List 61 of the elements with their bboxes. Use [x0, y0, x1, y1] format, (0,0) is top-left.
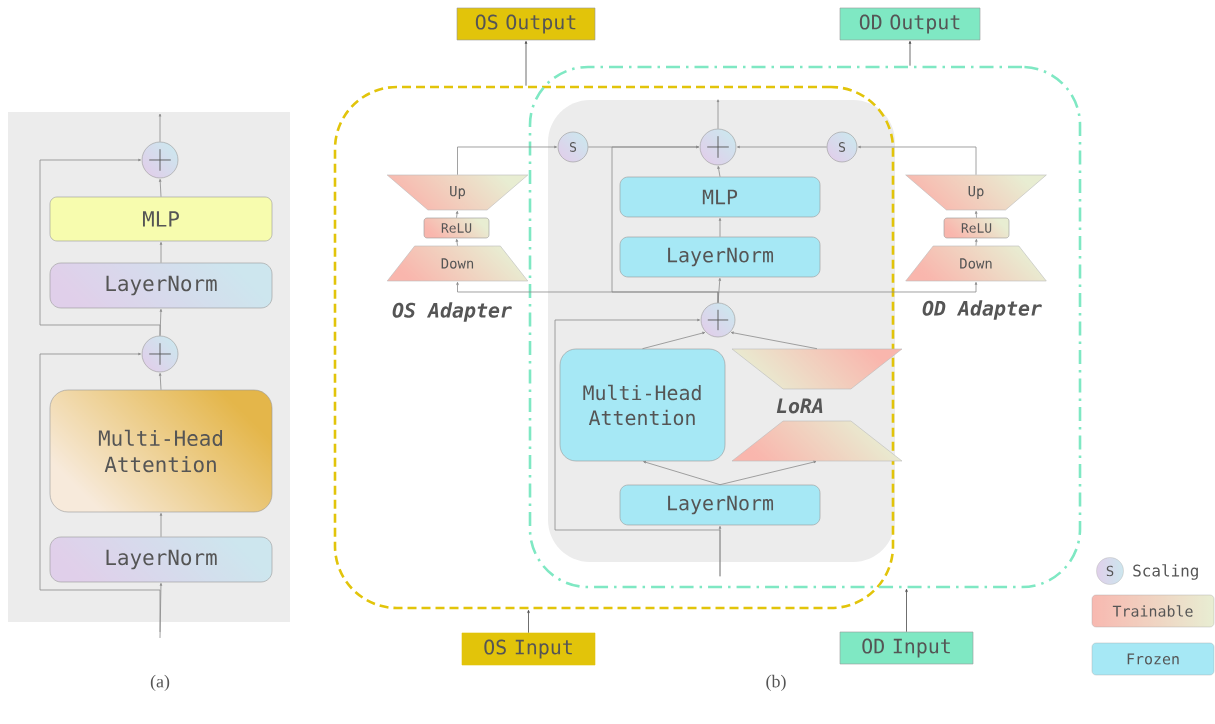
arrow [642, 331, 706, 350]
arrow [39, 352, 161, 633]
panel-caption: (b) [766, 674, 786, 692]
add-circle [141, 335, 179, 373]
lora-label: LoRA [776, 398, 823, 414]
arrow [39, 158, 161, 337]
arrow [717, 165, 721, 178]
input-box: OD Input [839, 631, 974, 665]
arrow [159, 582, 163, 639]
arrow [455, 210, 459, 219]
lora-trapezoid [731, 348, 903, 390]
legend-label: Scaling [1133, 564, 1198, 580]
dashed-outline [333, 85, 895, 610]
arrow [159, 512, 163, 538]
arrow [455, 238, 459, 247]
arrow [158, 178, 162, 198]
arrow [718, 217, 722, 238]
add-circle [141, 141, 179, 179]
arrow [158, 113, 162, 143]
output-box: OD Output [839, 7, 981, 41]
relu-box: ReLU [943, 217, 1010, 239]
arrow [554, 318, 721, 577]
arrow [736, 145, 828, 149]
process-box: MLP [49, 196, 273, 242]
arrow [457, 145, 558, 176]
relu-box: ReLU [423, 217, 490, 239]
arrow [527, 609, 530, 634]
add-circle [700, 302, 736, 338]
arrow [719, 460, 817, 486]
arrow [158, 372, 162, 391]
process-box: Multi-Head Attention [49, 389, 273, 513]
arrow [730, 331, 818, 350]
process-box: Multi-Head Attention [559, 348, 726, 462]
down-projection-trapezoid: Down [386, 245, 529, 282]
process-box: LayerNorm [619, 236, 821, 278]
up-projection-trapezoid: Up [905, 174, 1047, 211]
add-circle [699, 128, 737, 166]
arrow [159, 241, 163, 264]
panel-caption: (a) [150, 674, 170, 692]
output-box: OS Output [456, 7, 596, 41]
process-box: LayerNorm [49, 262, 273, 309]
dash-dot-outline [528, 65, 1082, 589]
arrow [716, 99, 720, 130]
adapter-label: OS Adapter [392, 302, 512, 322]
arrow [857, 145, 977, 176]
arrow [717, 281, 978, 304]
process-box: LayerNorm [619, 484, 821, 526]
arrow [524, 40, 528, 87]
arrow [975, 238, 978, 247]
process-box: MLP [619, 176, 821, 218]
process-box: LayerNorm [49, 536, 273, 583]
adapter-label: OD Adapter [922, 300, 1042, 320]
down-projection-trapezoid: Down [905, 245, 1047, 282]
lora-trapezoid [731, 420, 903, 462]
arrow [908, 40, 912, 67]
arrow [974, 210, 978, 219]
up-projection-trapezoid: Up [386, 174, 529, 211]
arrow [587, 145, 700, 149]
input-box: OS Input [461, 632, 596, 666]
arrow [905, 588, 908, 633]
arrow [643, 461, 721, 486]
